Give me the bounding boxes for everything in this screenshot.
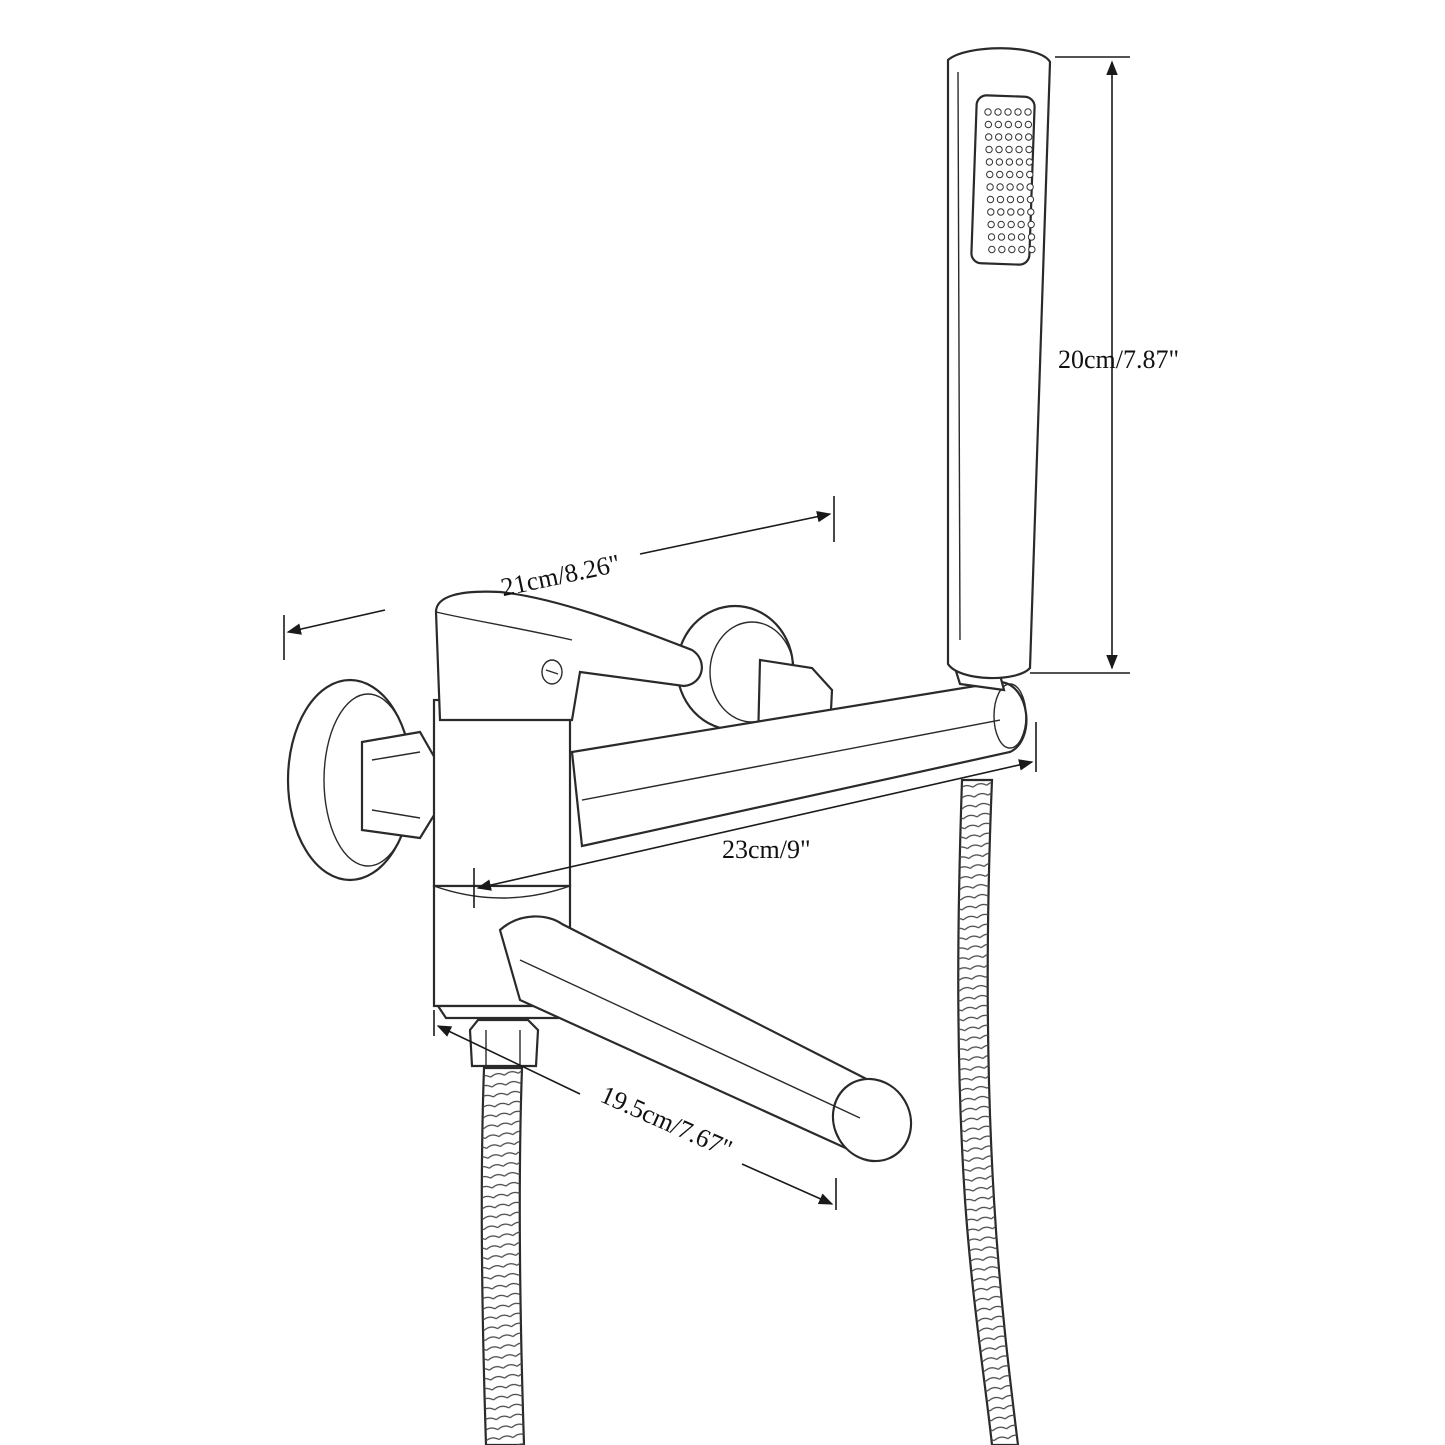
dimension-holder-arm: 23cm/9" — [473, 722, 1037, 908]
diverter-knob — [468, 1018, 540, 1068]
spray-nozzle — [1028, 245, 1036, 254]
spray-nozzle — [1006, 170, 1014, 179]
spray-nozzle — [1016, 183, 1024, 191]
spray-nozzle — [1027, 233, 1036, 241]
spray-nozzle — [1016, 195, 1025, 204]
spray-nozzle — [997, 220, 1005, 229]
spray-nozzle — [1008, 245, 1016, 254]
spray-nozzle — [1027, 208, 1035, 216]
shower-hose — [957, 778, 1020, 1445]
spray-nozzle — [1017, 233, 1026, 241]
spray-nozzle — [996, 183, 1004, 191]
spray-nozzle — [995, 145, 1003, 154]
spray-nozzle — [988, 245, 996, 254]
spray-nozzle — [1016, 170, 1024, 179]
spray-nozzle — [1004, 108, 1012, 116]
spray-nozzle — [1024, 108, 1032, 116]
spray-nozzle — [1006, 195, 1015, 204]
dimension-label-arm: 23cm/9" — [722, 835, 811, 864]
spray-nozzle — [1015, 133, 1023, 141]
spray-nozzle — [997, 208, 1005, 216]
spray-nozzle — [996, 195, 1005, 204]
spray-nozzle — [1015, 158, 1024, 166]
spray-nozzle — [1007, 220, 1015, 229]
spray-nozzle — [994, 108, 1002, 116]
spray-nozzle — [994, 120, 1003, 129]
left-wall-flange — [286, 678, 438, 882]
spray-nozzle — [1005, 133, 1013, 141]
spray-nozzle — [1026, 170, 1034, 179]
spray-nozzle — [1024, 120, 1033, 129]
spray-nozzle — [1017, 208, 1025, 216]
spray-nozzle — [985, 145, 993, 154]
spray-nozzle — [997, 233, 1006, 241]
spray-nozzle — [995, 133, 1003, 141]
diverter-hose — [480, 1066, 526, 1445]
spray-nozzle — [987, 208, 995, 216]
spray-nozzle — [998, 245, 1006, 254]
dimension-label-handset: 20cm/7.87" — [1058, 345, 1179, 374]
spray-nozzle — [984, 120, 993, 129]
spray-nozzle — [1017, 220, 1025, 229]
spray-nozzle — [1006, 183, 1014, 191]
spray-nozzle — [996, 170, 1004, 179]
spray-nozzle — [1025, 145, 1033, 154]
spray-nozzle — [1014, 108, 1022, 116]
spray-nozzle — [995, 158, 1004, 166]
bath-spout — [498, 915, 913, 1163]
spray-nozzle — [985, 133, 993, 141]
spray-nozzle — [1004, 120, 1013, 129]
spray-nozzle — [1005, 145, 1013, 154]
mixer-handle — [434, 590, 703, 722]
spray-nozzle — [1007, 233, 1016, 241]
spray-nozzle — [1025, 133, 1033, 141]
spray-nozzle — [987, 220, 995, 229]
spray-nozzle — [1025, 158, 1034, 166]
spray-nozzle — [986, 183, 994, 191]
spray-nozzle — [987, 233, 996, 241]
dimension-label-spout: 19.5cm/7.67" — [596, 1080, 736, 1164]
spray-nozzle — [1014, 120, 1023, 129]
dimension-handset-length: 20cm/7.87" — [1030, 56, 1179, 674]
spray-nozzles — [984, 108, 1036, 254]
spray-nozzle — [1005, 158, 1014, 166]
spray-nozzle — [984, 108, 992, 116]
spray-nozzle — [986, 170, 994, 179]
dimension-label-mixer: 21cm/8.26" — [498, 549, 622, 603]
spray-nozzle — [1015, 145, 1023, 154]
spray-nozzle — [1026, 195, 1035, 204]
spray-nozzle — [986, 195, 995, 204]
spray-nozzle — [1026, 183, 1034, 191]
spray-nozzle — [1027, 220, 1035, 229]
spray-nozzle — [985, 158, 994, 166]
spray-nozzle — [1007, 208, 1015, 216]
hand-shower — [946, 47, 1052, 680]
spray-nozzle — [1018, 245, 1026, 254]
